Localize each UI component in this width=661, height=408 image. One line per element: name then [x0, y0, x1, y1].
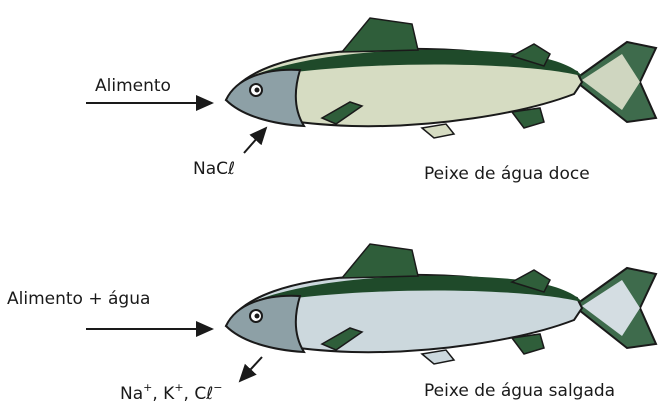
ion-separator: , — [152, 384, 163, 404]
chloride-symbol: Cℓ — [194, 384, 213, 404]
fish-head — [226, 70, 304, 126]
chloride-charge: − — [213, 381, 222, 394]
fish-tail — [574, 268, 656, 348]
sodium-charge: + — [143, 381, 152, 394]
fish-dorsal-fin — [342, 18, 418, 52]
sodium-symbol: Na — [120, 384, 143, 404]
fish-anal-fin — [512, 334, 544, 354]
ion-separator: , — [184, 384, 195, 404]
freshwater-fish-illustration — [222, 10, 660, 150]
saltwater-caption: Peixe de água salgada — [424, 381, 615, 401]
saltwater-fish-illustration — [222, 236, 660, 376]
fish-pelvic-fin — [422, 350, 454, 364]
fish-pelvic-fin — [422, 124, 454, 138]
potassium-symbol: K — [163, 384, 174, 404]
salt-label: NaCℓ — [193, 159, 235, 179]
freshwater-caption: Peixe de água doce — [424, 164, 590, 184]
fish-anal-fin — [512, 108, 544, 128]
potassium-charge: + — [174, 381, 183, 394]
fish-head — [226, 296, 304, 352]
food-water-input-label: Alimento + água — [7, 289, 150, 309]
ions-label: Na+, K+, Cℓ− — [120, 384, 222, 404]
fish-tail — [574, 42, 656, 122]
fish-dorsal-fin — [342, 244, 418, 278]
